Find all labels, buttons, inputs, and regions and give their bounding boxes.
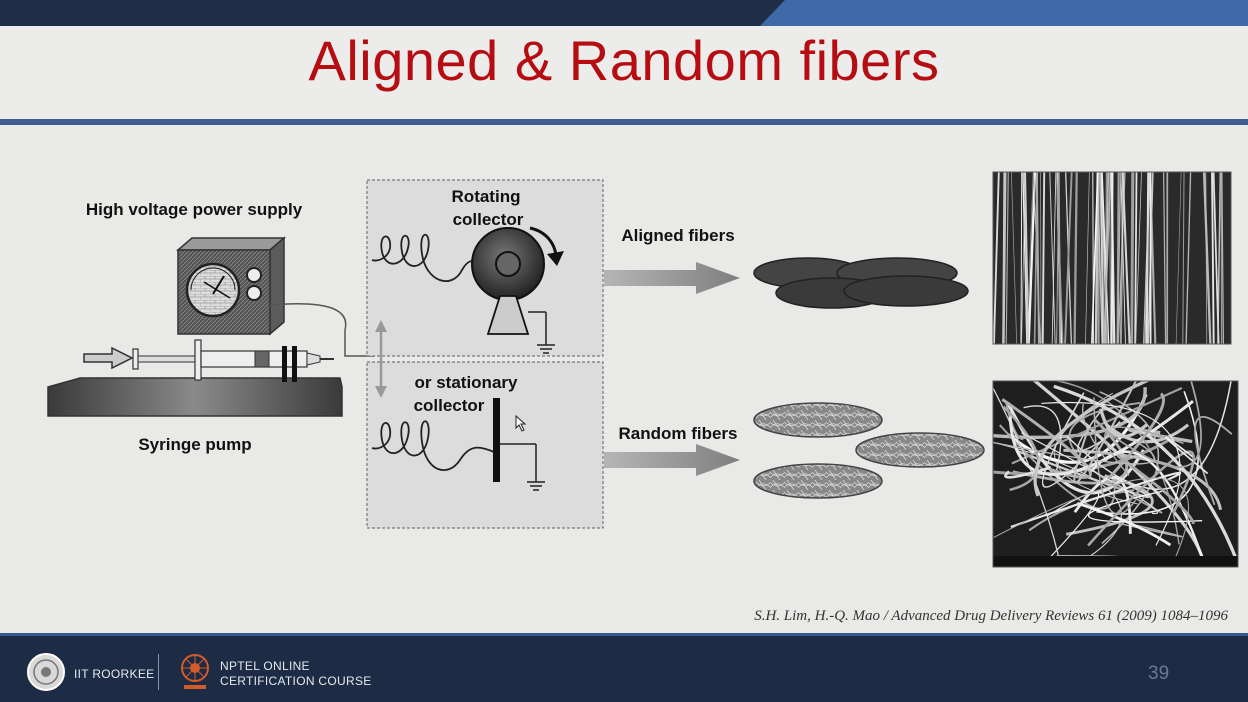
stationary-collector-panel <box>366 361 604 529</box>
fiber-jet-bottom <box>371 420 495 471</box>
aligned-fiber-discs <box>753 257 969 309</box>
iit-roorkee-logo <box>27 653 65 691</box>
label-stationary-collector-1: or stationary <box>415 373 519 392</box>
stationary-plate <box>493 398 545 491</box>
slide-title: Aligned & Random fibers <box>308 29 940 92</box>
power-wire <box>269 302 375 357</box>
double-arrow-icon <box>375 320 387 398</box>
sem-image-random <box>993 381 1238 567</box>
label-aligned-fibers: Aligned fibers <box>621 226 734 245</box>
title-divider <box>0 119 1248 125</box>
sem-image-aligned <box>993 172 1231 344</box>
course-name-line1: NPTEL ONLINE <box>220 659 310 673</box>
label-stationary-collector-2: collector <box>414 396 485 415</box>
footer-bar: IIT ROORKEE NPTEL ONLINE CERTIFICATION C… <box>0 633 1248 702</box>
institute-name: IIT ROORKEE <box>74 667 155 681</box>
label-power-supply: High voltage power supply <box>86 200 303 219</box>
page-number: 39 <box>1148 663 1170 684</box>
top-banner <box>0 0 1248 26</box>
random-arrow-icon <box>604 444 740 476</box>
electrospinning-diagram: High voltage power supply Syringe pump R… <box>47 171 1239 568</box>
power-supply-box <box>175 236 287 336</box>
citation: S.H. Lim, H.-Q. Mao / Advanced Drug Deli… <box>754 608 1228 624</box>
syringe-pump <box>47 339 343 417</box>
title-area <box>0 26 1248 120</box>
course-name-line2: CERTIFICATION COURSE <box>220 674 372 688</box>
rotation-arrow-icon <box>529 226 564 266</box>
nptel-logo <box>181 654 209 689</box>
cursor-icon <box>515 414 527 432</box>
random-fiber-discs <box>753 402 985 499</box>
label-random-fibers: Random fibers <box>618 424 737 443</box>
label-rotating-collector-1: Rotating <box>452 187 521 206</box>
aligned-arrow-icon <box>604 262 740 294</box>
rotating-drum <box>471 227 555 354</box>
label-rotating-collector-2: collector <box>453 210 524 229</box>
fiber-jet-top <box>371 233 479 282</box>
label-syringe-pump: Syringe pump <box>138 435 251 454</box>
footer-divider <box>158 654 159 690</box>
